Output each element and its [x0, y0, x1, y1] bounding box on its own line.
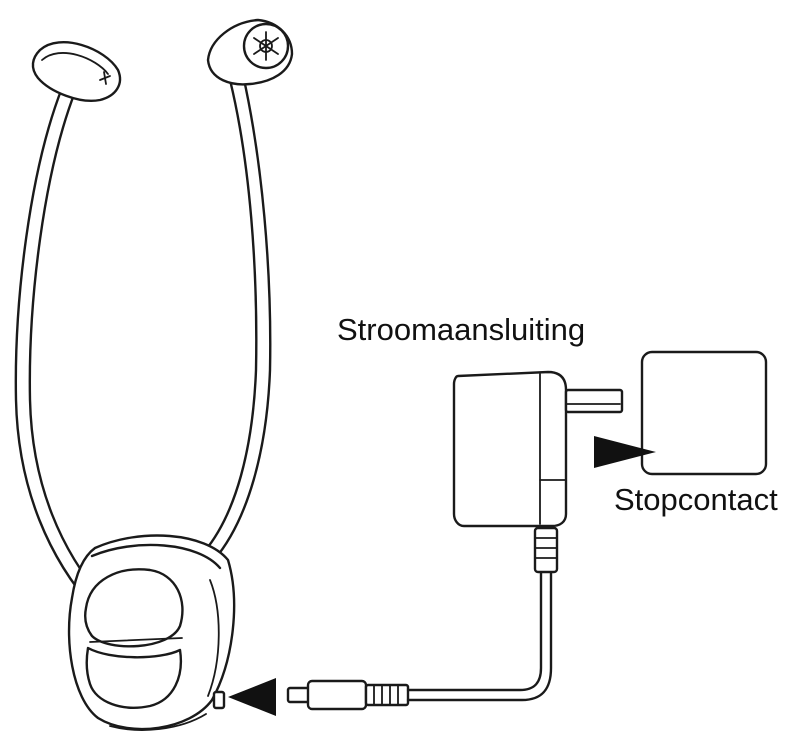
outlet-arrow-icon [594, 452, 656, 468]
left-earbud [31, 41, 122, 102]
headset-arms [14, 73, 272, 612]
earbud-star-icon [253, 31, 279, 61]
wall-outlet-label: Stopcontact [614, 482, 778, 517]
dc-plug-cable [286, 526, 559, 711]
power-adapter [452, 370, 624, 528]
port-arrow-icon [228, 678, 276, 716]
power-connection-label: Stroomaansluiting [337, 312, 586, 347]
right-earbud [206, 18, 294, 86]
receiver-unit [67, 534, 236, 731]
wall-outlet [640, 350, 768, 476]
